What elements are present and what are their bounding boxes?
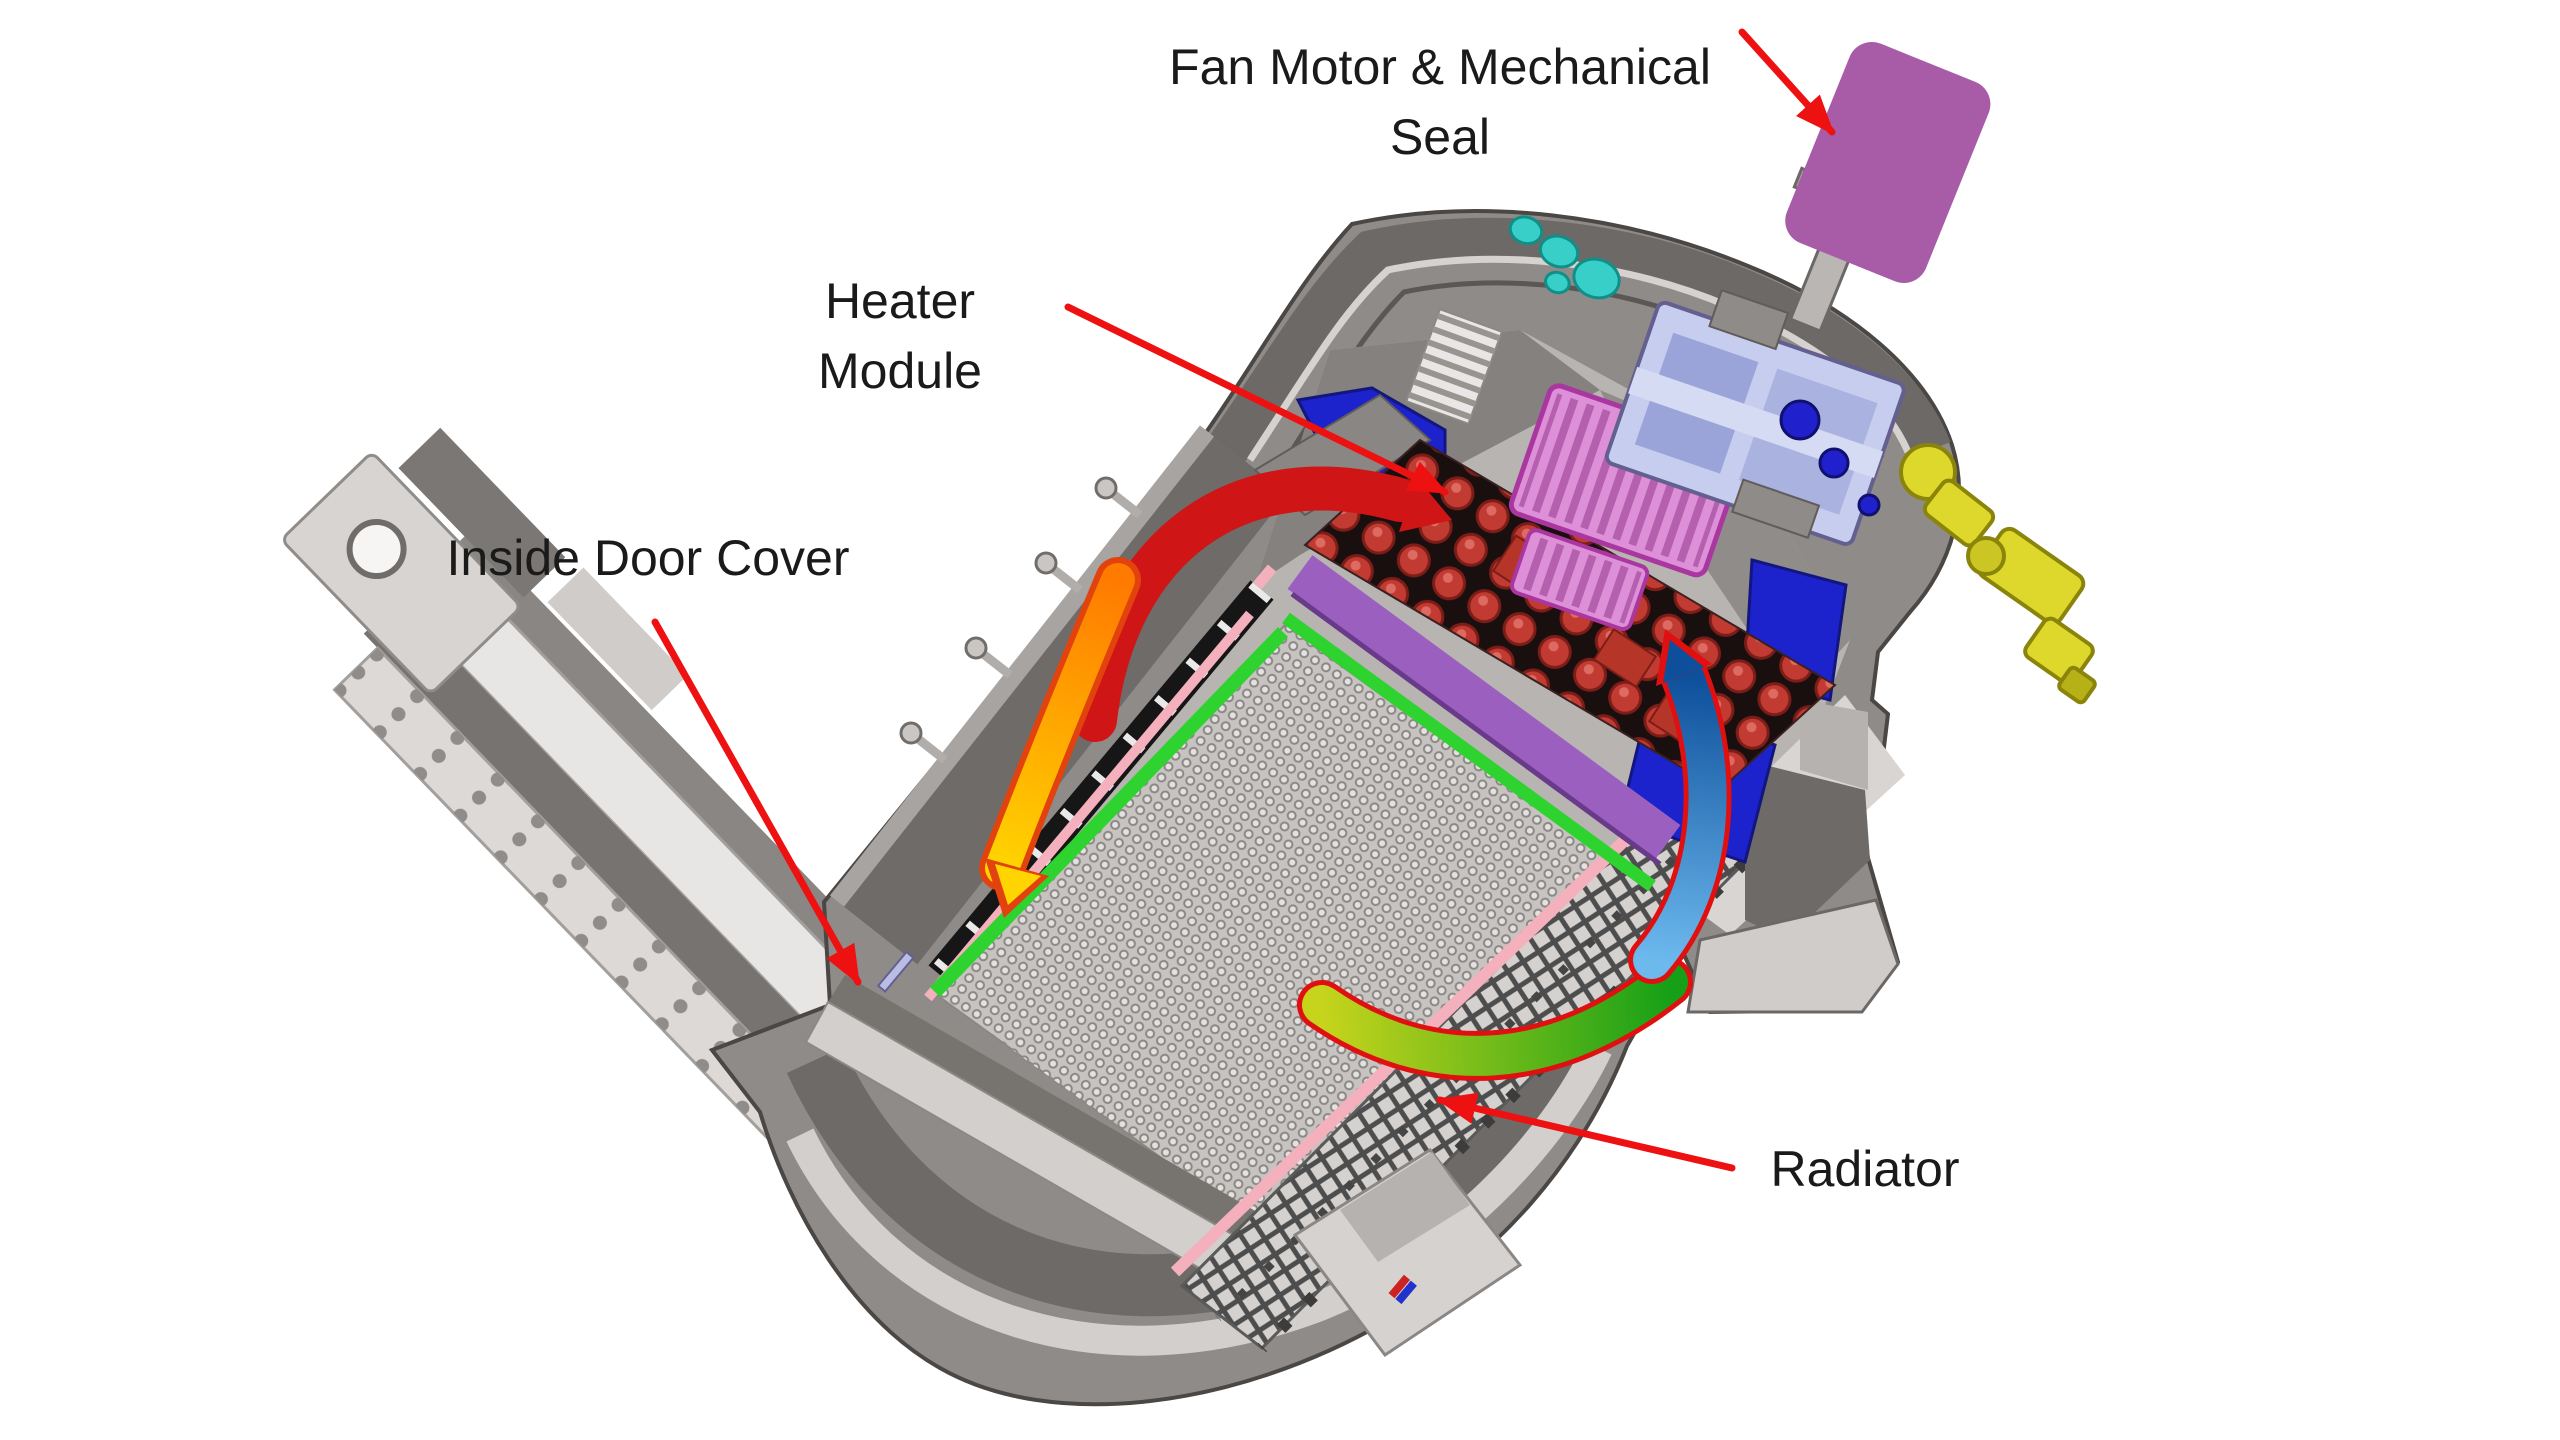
yellow-valve-assembly [1899,443,2097,705]
label-heater-line2: Module [818,343,982,399]
rail-green-ne [1282,612,1656,892]
green-band [1302,962,1688,1076]
wall-stud [1094,476,1143,519]
housing-mount-top [1708,288,1790,351]
door-sill [804,950,1285,1298]
seal-channel-slats [930,582,1272,983]
leader-fan-motor [1738,28,1836,136]
leader-arrows [651,28,1836,1172]
wall-stud [899,721,948,764]
label-inside-door-cover: Inside Door Cover [447,530,850,586]
blue-knob [1857,493,1881,517]
leg-upper [1745,760,1870,940]
teal-knobs [1508,215,1621,300]
hinge-block-dark [398,427,566,598]
leader-heater [1064,303,1449,496]
hinge-hole [346,519,407,580]
label-fan-motor-line1: Fan Motor & Mechanical [1169,39,1711,95]
flange-step [1340,1152,1470,1262]
valve-tip [2057,665,2097,705]
leg-foot [1686,898,1900,1014]
knob [1572,257,1621,300]
rail-purple-edge [1290,591,1662,867]
knob [1544,270,1571,295]
sill-dark-edge [828,975,1285,1256]
yellow-head [995,864,1041,905]
leader-radiator [1436,1092,1736,1172]
blue-knob [1779,399,1821,441]
motor-body [1785,41,1991,283]
blue-fittings [1779,399,1881,517]
blue-head [1663,640,1704,683]
fan-inlet-louver [1405,307,1504,426]
label-fan-motor-line2: Seal [1390,109,1490,165]
knob [1508,215,1544,246]
fan-motor-box [1785,41,1991,283]
flow-arrow-green [1297,957,1693,1081]
leader-door [651,618,862,986]
bottom-right-flange [1292,1148,1523,1358]
leg-gusset [1800,700,1868,790]
door-pin [876,950,915,993]
red-arc-head [1399,478,1452,532]
blue-band [1633,656,1727,979]
valve-neck [1922,478,1996,548]
fan-shaft-housing [1604,288,1906,546]
housing-shaft [1628,366,1884,479]
flow-arrows [979,466,1732,1081]
door-hinge-plate [283,453,520,693]
flow-arrow-yellow [979,557,1141,918]
blue-knob [1818,447,1850,479]
grille-lower-slots [1517,535,1642,624]
wall-studs [899,476,1143,764]
lock-pin [1388,1274,1417,1305]
machine-leg [1686,700,1900,1014]
label-radiator: Radiator [1771,1141,1960,1197]
fan-assembly [1508,41,1991,632]
mesh-perforations [930,625,1650,1255]
bracket [1592,627,1658,689]
louver-slats [1406,309,1502,424]
yellow-band [985,563,1135,885]
wall-stud [1034,551,1083,594]
hinge-block-light [547,567,688,711]
labels: Fan Motor & Mechanical Seal Heater Modul… [447,39,1960,1197]
valve-joint [1966,536,2006,576]
housing-mount-bottom [1730,478,1821,540]
rail-green-nw [929,627,1289,997]
label-heater-line1: Heater [825,273,975,329]
door-wall-top-face [829,425,1215,907]
flow-arrow-blue [1628,629,1732,984]
knob [1538,234,1580,269]
rail-purple [1287,555,1681,859]
wall-stud [964,636,1013,679]
